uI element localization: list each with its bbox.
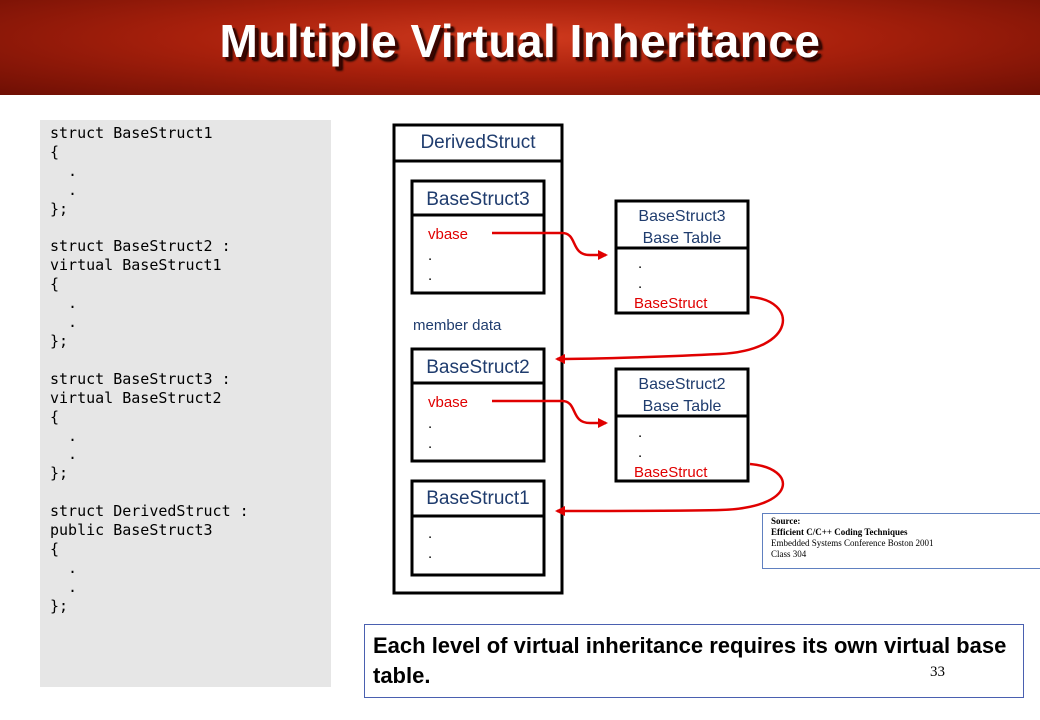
basestruct1-dot2: .: [428, 545, 432, 562]
basestruct2-title: BaseStruct2: [426, 357, 530, 378]
note-text: Each level of virtual inheritance requir…: [373, 633, 1007, 688]
basestruct3-table-title-1: BaseStruct3: [638, 208, 725, 225]
basestruct3-table-title-2: Base Table: [643, 230, 722, 247]
slide-title: Multiple Virtual Inheritance: [219, 15, 821, 67]
member-data-label: member data: [413, 317, 502, 334]
basestruct2-table-box: [614, 367, 750, 483]
basestruct2-table-dot1: .: [638, 424, 642, 441]
note-box: Each level of virtual inheritance requir…: [364, 624, 1024, 698]
basestruct1-dot1: .: [428, 525, 432, 542]
source-heading: Source:: [771, 516, 801, 526]
arrow-table3-to-bs2: [555, 295, 785, 364]
arrow-bs3-vbase-to-table3: [492, 231, 608, 260]
source-book: Efficient C/C++ Coding Techniques: [771, 527, 908, 537]
title-banner: [0, 0, 1040, 95]
source-class: Class 304: [771, 549, 807, 559]
basestruct1-title: BaseStruct1: [426, 488, 530, 509]
arrow-bs2-vbase-to-table2: [492, 399, 608, 428]
basestruct2-table-entry: BaseStruct: [634, 464, 708, 481]
basestruct2-table-title-2: Base Table: [643, 398, 722, 415]
source-box: Source: Efficient C/C++ Coding Technique…: [762, 513, 1040, 569]
basestruct1-box: [410, 479, 546, 577]
page-number: 33: [930, 664, 945, 680]
basestruct2-table-title-1: BaseStruct2: [638, 376, 725, 393]
basestruct3-table-entry: BaseStruct: [634, 295, 708, 312]
basestruct3-vbase: vbase: [428, 226, 468, 243]
code-panel: struct BaseStruct1 { . . }; struct BaseS…: [40, 120, 331, 687]
source-conference: Embedded Systems Conference Boston 2001: [771, 538, 934, 548]
arrow-table2-to-bs1: [555, 462, 785, 516]
basestruct2-vbase: vbase: [428, 394, 468, 411]
basestruct3-table-box: [614, 199, 750, 315]
basestruct3-box: [410, 179, 546, 295]
code-listing: struct BaseStruct1 { . . }; struct BaseS…: [50, 124, 249, 615]
derived-struct-label: DerivedStruct: [420, 132, 536, 153]
basestruct2-box: [410, 347, 546, 463]
basestruct2-dot1: .: [428, 415, 432, 432]
basestruct2-dot2: .: [428, 435, 432, 452]
basestruct3-table-dot2: .: [638, 275, 642, 292]
basestruct3-dot1: .: [428, 247, 432, 264]
basestruct3-table-dot1: .: [638, 255, 642, 272]
basestruct3-title: BaseStruct3: [426, 189, 530, 210]
basestruct2-table-dot2: .: [638, 444, 642, 461]
basestruct3-dot2: .: [428, 267, 432, 284]
